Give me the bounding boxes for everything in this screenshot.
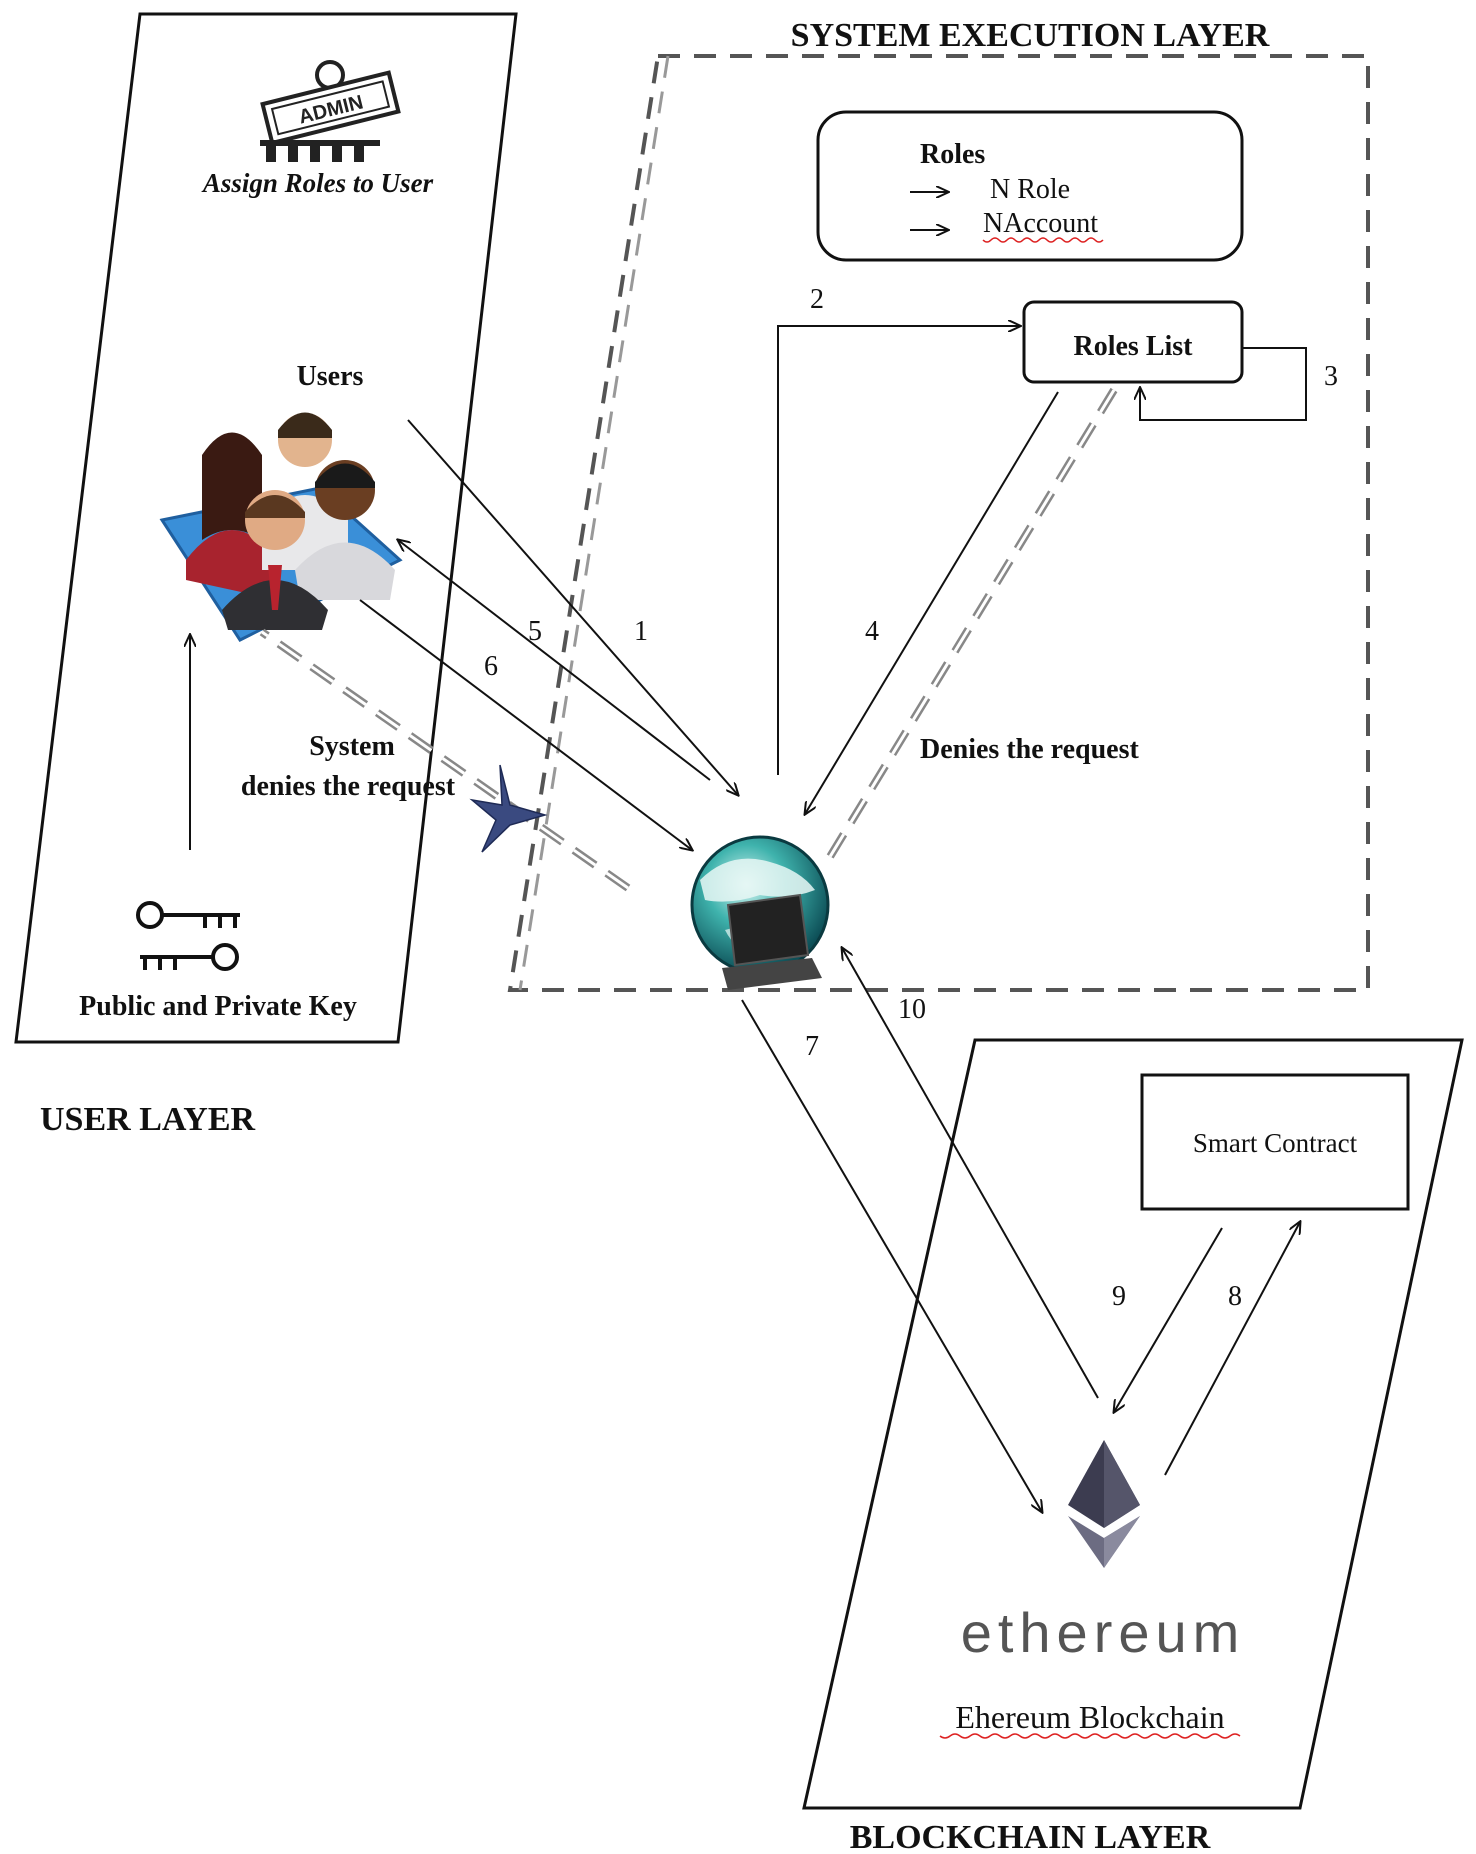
step-6-label: 6 — [484, 651, 498, 682]
ethereum-logo-icon — [1068, 1440, 1140, 1568]
step-4-label: 4 — [865, 616, 879, 647]
user-layer-panel — [14, 12, 518, 1044]
roles-list-box — [1022, 300, 1244, 384]
deny-dashed-line-system-core — [826, 389, 1116, 861]
users-group-icon — [159, 412, 403, 642]
roles-box-title: Roles — [920, 139, 985, 170]
step-10-label: 10 — [898, 994, 926, 1025]
users-label: Users — [297, 361, 364, 392]
system-denies-line2: denies the request — [241, 771, 456, 802]
step-8-label: 8 — [1228, 1281, 1242, 1312]
deny-dashed-line-user-core — [261, 630, 629, 890]
arrow-step-1 — [407, 419, 738, 795]
smart-contract-label: Smart Contract — [1193, 1128, 1358, 1158]
arrow-step-7 — [741, 999, 1042, 1512]
key-icon — [136, 901, 240, 971]
admin-caption: Assign Roles to User — [201, 168, 434, 198]
roles-list-label: Roles List — [1074, 331, 1194, 362]
ethereum-wordmark: ethereum — [961, 1601, 1246, 1664]
deny-star-icon — [469, 764, 548, 853]
globe-computer-icon — [690, 835, 830, 990]
arrow-step-9 — [1114, 1227, 1223, 1412]
roles-item2-underline — [982, 237, 1104, 243]
system-layer-boundary-inner — [518, 55, 670, 991]
blockchain-layer-panel — [802, 1038, 1464, 1810]
admin-sign-icon — [260, 60, 401, 162]
smart-contract-box — [1140, 1073, 1410, 1211]
step-7-label: 7 — [805, 1031, 819, 1062]
step-1-label: 1 — [634, 616, 648, 647]
arrow-step-5 — [398, 540, 711, 781]
step-2-label: 2 — [810, 284, 824, 315]
arrow-step-10 — [842, 948, 1099, 1399]
ethereum-caption: Ehereum Blockchain — [955, 1699, 1224, 1735]
system-layer-boundary — [507, 54, 1370, 992]
step-9-label: 9 — [1112, 1281, 1126, 1312]
arrow-step-4 — [805, 391, 1059, 814]
ethereum-caption-underline — [939, 1733, 1241, 1739]
system-denies-line1: System — [309, 731, 395, 762]
arrow-step-3 — [1140, 347, 1307, 421]
arrow-step-8 — [1164, 1222, 1300, 1476]
user-layer-label: USER LAYER — [40, 1101, 256, 1138]
keys-label: Public and Private Key — [79, 991, 357, 1022]
roles-box — [816, 110, 1244, 262]
arrow-step-2 — [777, 326, 1020, 775]
system-layer-label: SYSTEM EXECUTION LAYER — [791, 17, 1270, 54]
step-5-label: 5 — [528, 616, 542, 647]
roles-box-item1: N Role — [990, 174, 1070, 205]
denies-request-label: Denies the request — [920, 734, 1139, 765]
arrow-step-6 — [359, 599, 692, 850]
roles-box-item2: NAccount — [983, 208, 1098, 239]
step-3-label: 3 — [1324, 361, 1338, 392]
blockchain-layer-label: BLOCKCHAIN LAYER — [850, 1819, 1211, 1854]
